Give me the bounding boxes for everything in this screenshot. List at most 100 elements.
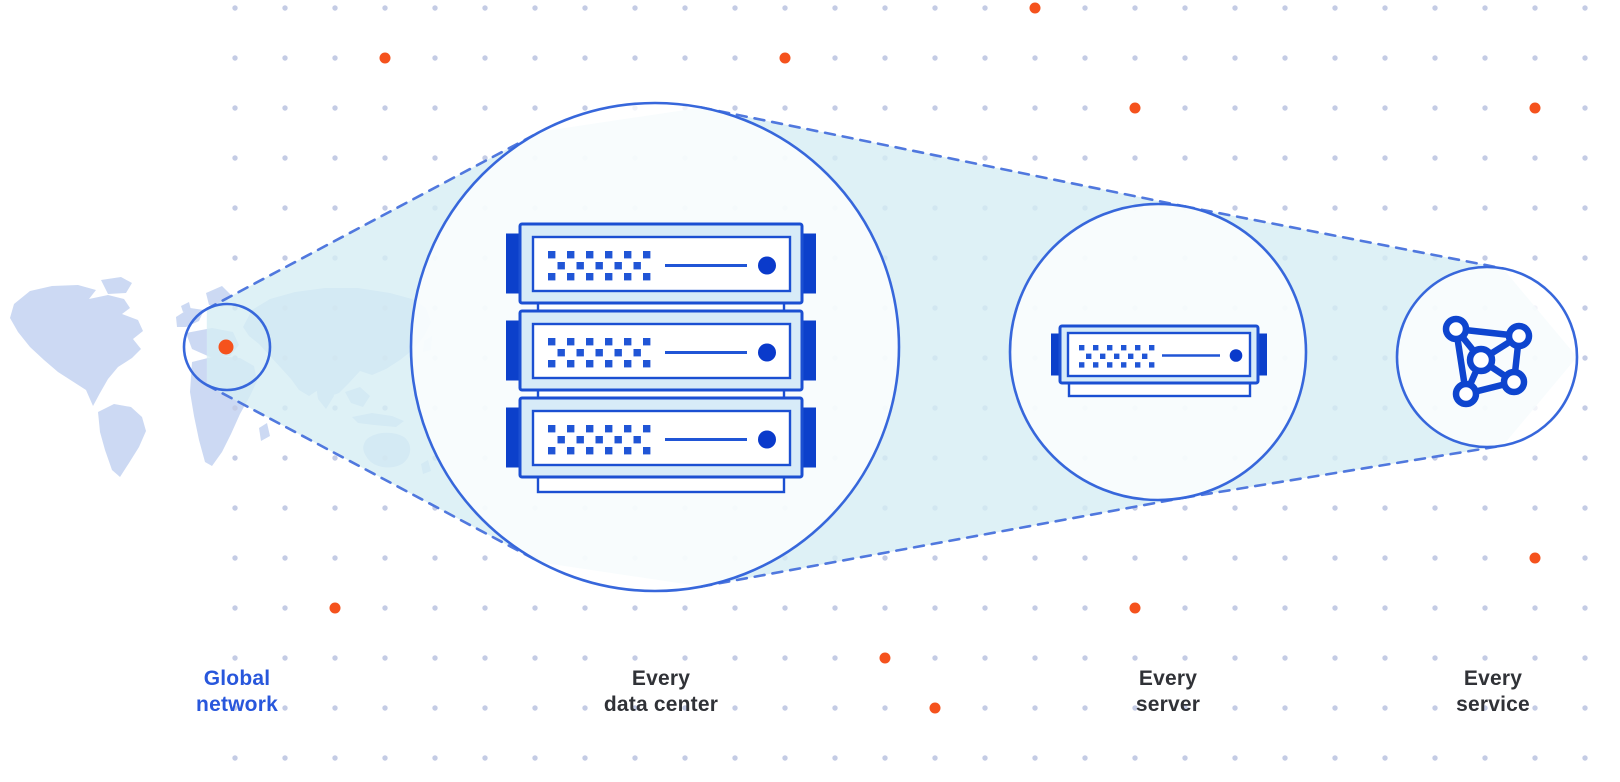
continent-greenland (101, 277, 132, 294)
grid-dot (1232, 605, 1238, 611)
grid-dot (982, 605, 988, 611)
grid-dot (382, 655, 388, 661)
grid-dot (1482, 205, 1488, 211)
mesh-node-center (1466, 345, 1496, 375)
grid-dot (1532, 205, 1538, 211)
grid-dot (232, 5, 238, 11)
grid-dot (1232, 5, 1238, 11)
grid-dot (1332, 155, 1338, 161)
grid-dot (1532, 705, 1538, 711)
grid-dot (1182, 5, 1188, 11)
grid-dot (1582, 55, 1588, 61)
server-unit-single (1051, 324, 1267, 398)
grid-dot (482, 155, 488, 161)
grid-dot (1332, 755, 1338, 761)
stage-label-line: service (1456, 693, 1530, 716)
grid-dot (1582, 355, 1588, 361)
grid-dot (282, 205, 288, 211)
grid-dot (582, 105, 588, 111)
accent-orange-dot (379, 52, 391, 64)
grid-dot (232, 205, 238, 211)
grid-dot (732, 655, 738, 661)
grid-dot (1332, 605, 1338, 611)
grid-dot (682, 55, 688, 61)
grid-dot (1382, 5, 1388, 11)
server-unit (506, 396, 816, 479)
grid-dot (782, 655, 788, 661)
grid-dot (282, 455, 288, 461)
stage-label-every-data-center: Every data center (604, 666, 718, 718)
continent-north-america (10, 285, 143, 406)
grid-dot (232, 505, 238, 511)
grid-dot (1482, 5, 1488, 11)
grid-dot (382, 555, 388, 561)
grid-dot (1532, 755, 1538, 761)
grid-dot (282, 605, 288, 611)
grid-dot (582, 655, 588, 661)
grid-dot (1182, 655, 1188, 661)
grid-dot (1082, 655, 1088, 661)
grid-dot (682, 605, 688, 611)
grid-dot (1532, 605, 1538, 611)
rack-ear-right (800, 233, 816, 294)
grid-dot (832, 55, 838, 61)
grid-dot (482, 105, 488, 111)
grid-dot (1232, 55, 1238, 61)
grid-dot (832, 705, 838, 711)
grid-dot (282, 255, 288, 261)
grid-dot (682, 5, 688, 11)
globe-highlight (182, 302, 272, 392)
grid-dot (1332, 55, 1338, 61)
grid-dot (1232, 655, 1238, 661)
grid-dot (1232, 505, 1238, 511)
grid-dot (1082, 55, 1088, 61)
grid-dot (232, 455, 238, 461)
grid-dot (932, 555, 938, 561)
grid-dot (1032, 755, 1038, 761)
grid-dot (432, 105, 438, 111)
grid-dot (282, 705, 288, 711)
grid-dot (1582, 305, 1588, 311)
grid-dot (1082, 555, 1088, 561)
server-faceplate (531, 235, 792, 293)
grid-dot (1132, 755, 1138, 761)
grid-dot (332, 105, 338, 111)
grid-dot (1382, 555, 1388, 561)
grid-dot (232, 405, 238, 411)
grid-dot (1182, 505, 1188, 511)
grid-dot (882, 605, 888, 611)
grid-dot (832, 5, 838, 11)
stage-label-every-service: Every service (1456, 666, 1530, 718)
grid-dot (1232, 155, 1238, 161)
grid-dot (582, 5, 588, 11)
grid-dot (732, 755, 738, 761)
grid-dot (432, 5, 438, 11)
grid-dot (732, 55, 738, 61)
grid-dot (282, 505, 288, 511)
accent-orange-dot (779, 52, 791, 64)
grid-dot (432, 605, 438, 611)
grid-dot (482, 55, 488, 61)
grid-dot (1182, 705, 1188, 711)
grid-dot (1582, 105, 1588, 111)
grid-dot (1332, 705, 1338, 711)
grid-dot (232, 555, 238, 561)
grid-dot (1482, 105, 1488, 111)
grid-dot (632, 55, 638, 61)
led-dot (758, 256, 776, 275)
grid-dot (1332, 105, 1338, 111)
grid-dot (932, 55, 938, 61)
grid-dot (1232, 205, 1238, 211)
grid-dot (882, 105, 888, 111)
grid-dot (1082, 5, 1088, 11)
grid-dot (1132, 155, 1138, 161)
accent-orange-dot (879, 652, 891, 664)
grid-dot (1382, 55, 1388, 61)
dashed-line-bottom-right (1182, 444, 1505, 500)
grid-dot (1582, 505, 1588, 511)
rack-ear-left (506, 407, 522, 468)
grid-dot (1382, 205, 1388, 211)
rack-ear-right (1256, 333, 1267, 376)
accent-orange-dot (329, 602, 341, 614)
